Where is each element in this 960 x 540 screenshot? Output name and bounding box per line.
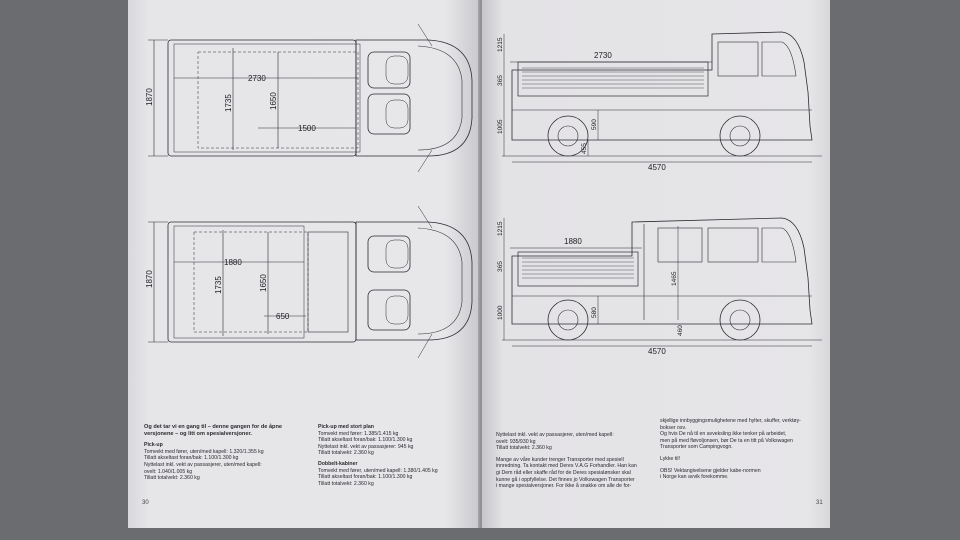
dim-height-cab-bottom: 1465 bbox=[671, 271, 678, 286]
page-gutter bbox=[478, 0, 484, 528]
spec-line: ovelt: 1.040/1.005 kg bbox=[144, 468, 193, 475]
body-line: i mange spesialversjoner. For ikke å sna… bbox=[496, 483, 632, 490]
dim-bed-top: 2730 bbox=[594, 51, 612, 60]
body-line: Transporter som Campingvogn. bbox=[660, 444, 733, 451]
left-page: 2730 1870 1735 1650 1500 1880 1870 1735 … bbox=[128, 0, 480, 528]
dim-height-bed-top: 365 bbox=[497, 75, 504, 86]
spec-line: Tillatt totalvekt: 2.360 kg bbox=[318, 480, 374, 487]
side-view-pickup bbox=[502, 31, 822, 163]
body-line: bokser osv. bbox=[660, 424, 687, 431]
dim-width-inner-top: 1735 bbox=[224, 94, 233, 112]
dim-height-total-top: 1215 bbox=[497, 37, 504, 52]
dim-height-total-bottom: 1215 bbox=[497, 221, 504, 236]
body-line: men på med fløvoljonsen, bør De ta en ti… bbox=[660, 437, 793, 444]
spec-line: Tillatt totalvekt: 2.360 kg bbox=[144, 475, 200, 482]
body-line: Lykke til! bbox=[660, 455, 680, 462]
dim-length-top: 4570 bbox=[648, 163, 666, 172]
body-line: Og hvis De nå til en avveksling ikke ten… bbox=[660, 431, 787, 438]
right-text-column-1: Nyttelast inkl. vekt av passasjerer, ute… bbox=[496, 432, 652, 490]
dim-height-wheel-top: 590 bbox=[591, 119, 598, 130]
intro-text: Og det tar vi en gang til – denne gangen… bbox=[144, 424, 282, 437]
dim-width-outer-top: 1870 bbox=[145, 88, 154, 106]
dim-ground-top: 455 bbox=[581, 143, 588, 154]
plan-view-drawings: 2730 1870 1735 1650 1500 1880 1870 1735 … bbox=[145, 23, 473, 359]
right-text-column-2: skjellige innbyggingsmulighetene med hyl… bbox=[660, 418, 822, 481]
dim-height-bed-bottom: 365 bbox=[497, 261, 504, 272]
dim-width-bed-bottom: 1650 bbox=[259, 274, 268, 292]
spec-line: Tillatt totalvekt: 2.360 kg bbox=[318, 450, 374, 457]
spec-line: Nyttelast inkl. vekt av passasjerer, ute… bbox=[144, 461, 262, 468]
spec-line: Tillatt akseltast foran/bak: 1.100/1.300… bbox=[318, 437, 413, 444]
dim-ground-bottom: 460 bbox=[677, 325, 684, 336]
dim-height-wheel-bottom: 580 bbox=[591, 307, 598, 318]
brochure-spread: 2730 1870 1735 1650 1500 1880 1870 1735 … bbox=[128, 0, 830, 540]
page-number-right: 31 bbox=[816, 500, 823, 506]
dim-bed-bottom: 1880 bbox=[564, 237, 582, 246]
plan-view-pickup bbox=[148, 23, 473, 173]
dim-small-top: 1500 bbox=[298, 124, 316, 133]
left-text-column-2: Pick-up med stort plan Tomvekt med fører… bbox=[318, 424, 474, 487]
spec-line: Tillatt akseltast foran/bak: 1.100/1.300… bbox=[318, 474, 413, 481]
spec-line: Nyttelast inkl. vekt av passasjerer: 945… bbox=[318, 443, 414, 450]
dim-small-bottom: 650 bbox=[276, 312, 290, 321]
right-page: 2730 1215 365 1005 590 455 4570 1880 121… bbox=[482, 0, 830, 528]
body-line: gi Dem råd eller skaffe råd for de Deres… bbox=[496, 469, 631, 476]
dim-length-bottom: 1880 bbox=[224, 258, 242, 267]
page-number-left: 30 bbox=[142, 500, 149, 506]
body-line: skjellige innbyggingsmulighetene med hyl… bbox=[660, 418, 801, 424]
body-line: Tillatt totalvekt: 2.360 kg bbox=[496, 445, 552, 452]
spec-line: Tillatt akseltast foran/bak: 1.100/1.300… bbox=[144, 455, 239, 462]
double-cab-heading: Dobbelt-kabiner bbox=[318, 460, 358, 467]
body-line: kunne gå i oppfyllelse. Det finnes jo Vo… bbox=[496, 476, 635, 483]
dim-width-inner-bottom: 1735 bbox=[214, 276, 223, 294]
body-line: ovelt: 935/930 kg bbox=[496, 438, 536, 445]
body-line: Mange av våre kunder trenger Transporter… bbox=[496, 456, 624, 463]
body-line: innredning. Ta kontakt med Deres V.A.G F… bbox=[496, 463, 637, 470]
spec-line: Tomvekt med fører, uten/med kapell: 1.38… bbox=[318, 467, 438, 474]
large-bed-heading: Pick-up med stort plan bbox=[318, 424, 374, 430]
side-view-drawings: 2730 1215 365 1005 590 455 4570 1880 121… bbox=[497, 31, 822, 356]
spec-line: Tomvekt med fører, uten/med kapell: 1.32… bbox=[144, 448, 264, 455]
dim-length-top: 2730 bbox=[248, 74, 266, 83]
spec-line: Tomvekt med fører: 1.385/1.415 kg bbox=[318, 430, 399, 437]
pickup-heading: Pick-up bbox=[144, 442, 163, 449]
left-text-column-1: Og det tar vi en gang til – denne gangen… bbox=[144, 424, 306, 482]
body-line: Nyttelast inkl. vekt av passasjerer, ute… bbox=[496, 432, 614, 438]
dim-width-bed-top: 1650 bbox=[269, 92, 278, 110]
plan-view-double-cab bbox=[148, 205, 473, 359]
dim-height-chassis-top: 1005 bbox=[497, 119, 504, 134]
body-line: OBS! Vektangivelsene gjelder kabe-normen bbox=[660, 467, 761, 474]
dim-length-bottom: 4570 bbox=[648, 347, 666, 356]
body-line: i Norge kan avvik forekomme. bbox=[660, 474, 729, 481]
dim-width-outer-bottom: 1870 bbox=[145, 270, 154, 288]
side-view-double-cab bbox=[502, 217, 822, 347]
dim-height-chassis-bottom: 1000 bbox=[497, 305, 504, 320]
